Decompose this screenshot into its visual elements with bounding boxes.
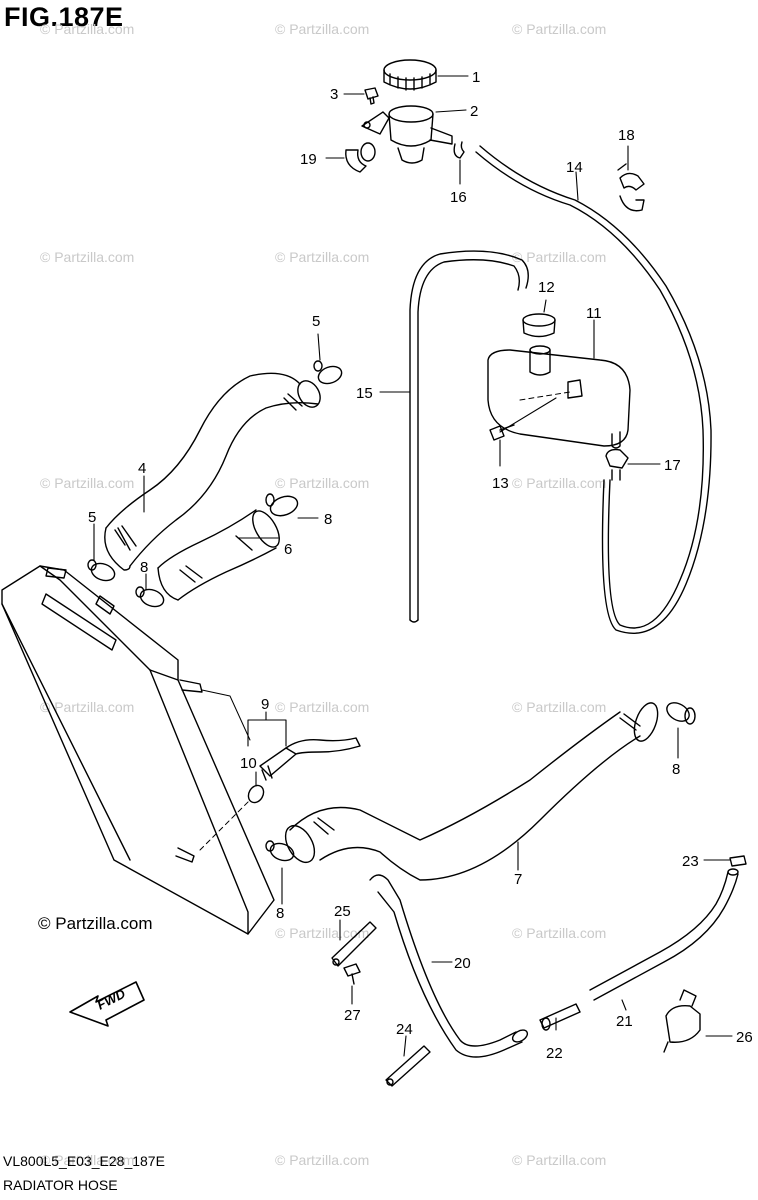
callout-8: 8	[324, 511, 332, 528]
part-bolt-27	[343, 963, 361, 985]
part-hose-20	[369, 874, 529, 1058]
part-clamp-17	[605, 448, 629, 481]
part-bracket-26	[663, 989, 701, 1053]
part-clamp-5a	[313, 360, 343, 385]
callout-5: 5	[312, 313, 320, 330]
watermark: © Partzilla.com	[512, 925, 606, 941]
part-clip-16	[453, 141, 465, 159]
part-hose-6	[157, 509, 280, 601]
copyright-text: © Partzilla.com	[38, 914, 153, 933]
part-radiator	[1, 565, 275, 935]
watermark: © Partzilla.com	[512, 21, 606, 37]
callout-15: 15	[356, 385, 373, 402]
part-clamp-8a	[265, 493, 299, 517]
watermark: © Partzilla.com	[275, 21, 369, 37]
callout-5: 5	[88, 509, 96, 526]
callout-19: 19	[300, 151, 317, 168]
watermark: © Partzilla.com	[275, 925, 369, 941]
part-sensor-9	[259, 737, 361, 781]
part-hose-7	[284, 702, 659, 881]
watermark: © Partzilla.com	[512, 1152, 606, 1168]
watermark: © Partzilla.com	[512, 475, 606, 491]
callout-3: 3	[330, 86, 338, 103]
part-reservoir-11	[487, 345, 631, 449]
part-clamp-19	[345, 142, 376, 173]
part-joint-22	[539, 1003, 581, 1031]
part-bracket-25	[331, 921, 377, 967]
watermark: © Partzilla.com	[40, 699, 134, 715]
part-hose-4	[104, 372, 321, 571]
callout-11: 11	[586, 305, 602, 322]
leader-lines	[93, 75, 733, 1057]
callout-14: 14	[566, 159, 583, 176]
callout-6: 6	[284, 541, 292, 558]
callout-9: 9	[261, 696, 269, 713]
callout-8: 8	[672, 761, 680, 778]
part-washer-10	[247, 784, 265, 804]
part-clamp-8b	[135, 586, 165, 608]
part-cap	[383, 59, 437, 91]
callout-8: 8	[276, 905, 284, 922]
part-filler-neck	[361, 105, 453, 164]
dashed-line-tank	[519, 391, 571, 401]
figure-title: FIG.187E	[4, 2, 124, 32]
part-bracket-24	[385, 1045, 431, 1087]
watermark: © Partzilla.com	[512, 249, 606, 265]
callout-1: 1	[472, 69, 480, 86]
part-cap-12	[522, 313, 556, 338]
callout-24: 24	[396, 1021, 413, 1038]
callout-2: 2	[470, 103, 478, 120]
dashed-line	[199, 799, 251, 851]
callout-18: 18	[618, 127, 635, 144]
callout-16: 16	[450, 189, 467, 206]
watermark: © Partzilla.com	[275, 699, 369, 715]
callout-25: 25	[334, 903, 351, 920]
callout-20: 20	[454, 955, 471, 972]
callout-26: 26	[736, 1029, 753, 1046]
watermark: © Partzilla.com	[512, 699, 606, 715]
part-hose-14	[475, 145, 712, 634]
watermark: © Partzilla.com	[275, 1152, 369, 1168]
callout-13: 13	[492, 475, 509, 492]
part-hose-15	[409, 250, 529, 623]
watermark: © Partzilla.com	[40, 21, 134, 37]
callout-21: 21	[616, 1013, 633, 1030]
watermark: © Partzilla.com	[40, 1152, 134, 1168]
callout-27: 27	[344, 1007, 361, 1024]
watermark: © Partzilla.com	[40, 475, 134, 491]
mount-line	[201, 689, 251, 741]
callout-4: 4	[138, 460, 146, 477]
callout-7: 7	[514, 871, 522, 888]
watermark: © Partzilla.com	[275, 249, 369, 265]
part-hose-21	[589, 868, 739, 1001]
part-clamp-5b	[87, 559, 116, 582]
callout-10: 10	[240, 755, 257, 772]
part-clamp-8c	[666, 702, 696, 725]
watermark-group: © Partzilla.com © Partzilla.com © Partzi…	[40, 21, 606, 1168]
fwd-arrow-icon	[69, 981, 145, 1027]
fwd-label: FWD	[95, 986, 129, 1013]
watermark: © Partzilla.com	[275, 475, 369, 491]
part-bolt-3	[364, 87, 379, 105]
callout-17: 17	[664, 457, 681, 474]
figure-name: RADIATOR HOSE	[3, 1177, 118, 1193]
callout-8: 8	[140, 559, 148, 576]
callout-22: 22	[546, 1045, 563, 1062]
watermark: © Partzilla.com	[40, 249, 134, 265]
figure-code: VL800L5_E03_E28_187E	[3, 1153, 165, 1169]
callout-23: 23	[682, 853, 699, 870]
part-clamp-23	[729, 855, 747, 867]
callout-12: 12	[538, 279, 555, 296]
part-clamp-18	[617, 163, 645, 212]
callout-labels: 1 2 3 4 5 5 6 7 8 8 8 8 9 10 11 12 13 14…	[88, 69, 753, 1062]
